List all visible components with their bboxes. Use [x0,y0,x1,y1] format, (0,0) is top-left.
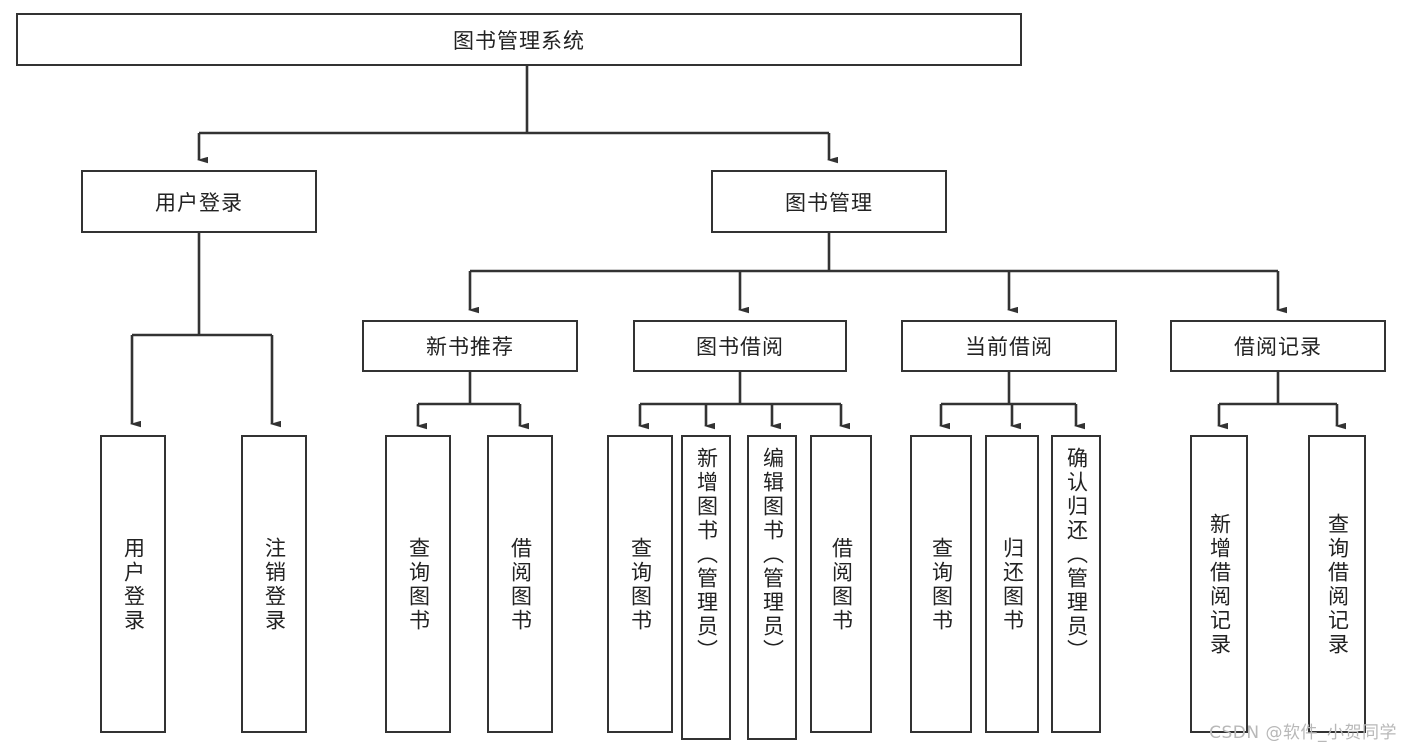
leaf-cb-confirm-return-label: 确认归还（管理员） [1064,447,1089,663]
leaf-cb-query-book[interactable]: 查询图书 [910,435,972,733]
leaf-bb-add-book-label: 新增图书（管理员） [694,447,719,663]
leaf-br-query-record-label: 查询借阅记录 [1325,513,1350,657]
leaf-br-add-record-label: 新增借阅记录 [1207,513,1232,657]
leaf-bb-query-book-label: 查询图书 [628,537,653,633]
leaf-bb-borrow-book[interactable]: 借阅图书 [810,435,872,733]
node-book-management[interactable]: 图书管理 [711,170,947,233]
node-borrow-record-label: 借阅记录 [1234,335,1322,359]
leaf-cb-confirm-return[interactable]: 确认归还（管理员） [1051,435,1101,733]
leaf-user-login[interactable]: 用户登录 [100,435,166,733]
leaf-logout-label: 注销登录 [262,537,287,633]
node-book-borrow[interactable]: 图书借阅 [633,320,847,372]
leaf-bb-edit-book[interactable]: 编辑图书（管理员） [747,435,797,740]
leaf-nbr-borrow-book-label: 借阅图书 [508,537,533,633]
leaf-user-login-label: 用户登录 [121,537,146,633]
node-root-system-label: 图书管理系统 [453,28,585,53]
node-current-borrow[interactable]: 当前借阅 [901,320,1117,372]
node-borrow-record[interactable]: 借阅记录 [1170,320,1386,372]
node-new-book-recommend-label: 新书推荐 [426,335,514,359]
node-book-borrow-label: 图书借阅 [696,335,784,359]
leaf-cb-return-book-label: 归还图书 [1000,537,1025,633]
leaf-nbr-query-book[interactable]: 查询图书 [385,435,451,733]
node-user-login-label: 用户登录 [155,190,243,215]
node-new-book-recommend[interactable]: 新书推荐 [362,320,578,372]
leaf-nbr-query-book-label: 查询图书 [406,537,431,633]
leaf-bb-edit-book-label: 编辑图书（管理员） [760,447,785,663]
leaf-bb-query-book[interactable]: 查询图书 [607,435,673,733]
leaf-br-query-record[interactable]: 查询借阅记录 [1308,435,1366,733]
leaf-bb-add-book[interactable]: 新增图书（管理员） [681,435,731,740]
leaf-bb-borrow-book-label: 借阅图书 [829,537,854,633]
node-root-system[interactable]: 图书管理系统 [16,13,1022,66]
leaf-br-add-record[interactable]: 新增借阅记录 [1190,435,1248,733]
leaf-logout[interactable]: 注销登录 [241,435,307,733]
node-book-management-label: 图书管理 [785,190,873,215]
watermark: CSDN @软件_小贺同学 [1209,723,1397,743]
node-user-login[interactable]: 用户登录 [81,170,317,233]
leaf-cb-query-book-label: 查询图书 [929,537,954,633]
node-current-borrow-label: 当前借阅 [965,335,1053,359]
leaf-nbr-borrow-book[interactable]: 借阅图书 [487,435,553,733]
leaf-cb-return-book[interactable]: 归还图书 [985,435,1039,733]
